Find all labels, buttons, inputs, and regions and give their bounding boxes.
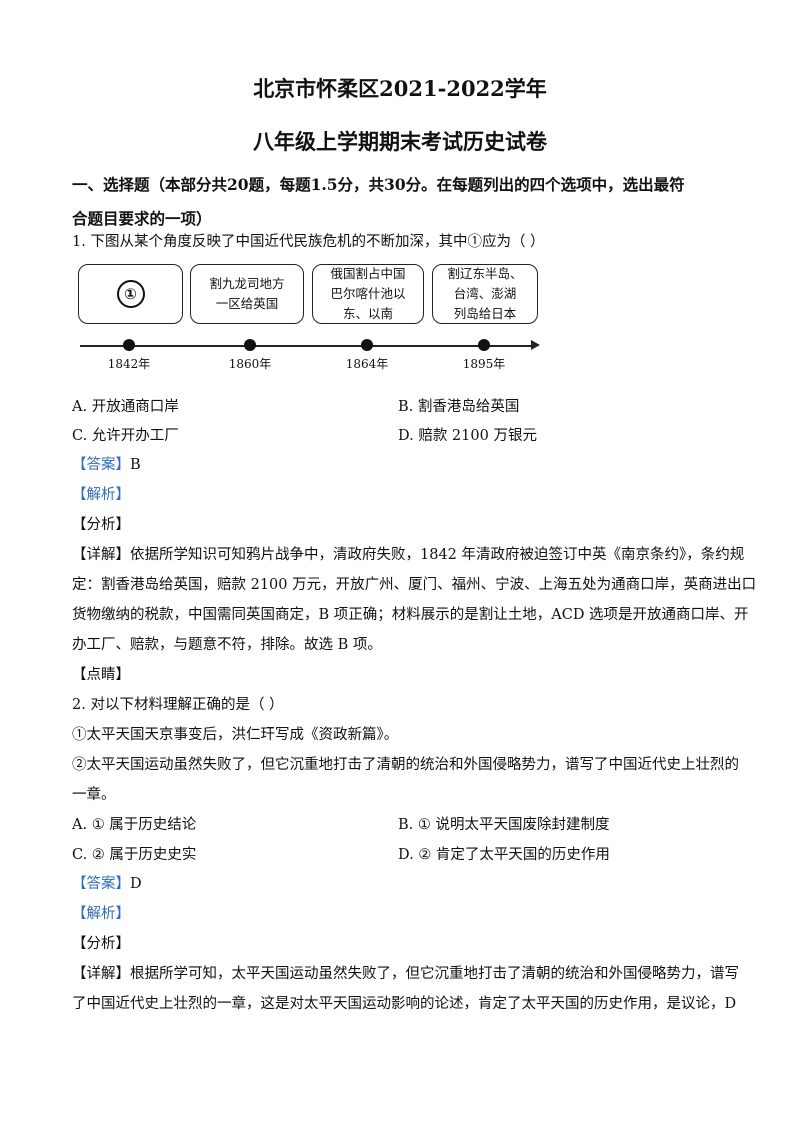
q2-material-1: ①太平天国天京事变后，洪仁玕写成《资政新篇》。 [72,727,399,743]
timeline-box-3: 俄国割占中国 巴尔喀什池以 东、以南 [312,264,424,324]
q1-option-c: C. 允许开办工厂 [72,428,179,444]
q2-detail-line2: 了中国近代史上壮烈的一章，这是对太平天国运动影响的论述，肯定了太平天国的历史作用… [72,996,737,1012]
section-heading-line2: 合题目要求的一项） [72,209,212,228]
q1-detail-line3: 货物缴纳的税款，中国需同英国商定，B 项正确；材料展示的是割让土地，ACD 选项… [72,607,749,623]
q1-detail-line1: 【详解】依据所学知识可知鸦片战争中，清政府失败，1842 年清政府被迫签订中英《… [72,545,744,565]
timeline-dot-1895 [478,339,490,351]
detail-tag: 【详解】 [72,966,130,982]
q1-detail-line2: 定：割香港岛给英国，赔款 2100 万元，开放广州、厦门、福州、宁波、上海五处为… [72,577,757,593]
q2-material-2-line2: 一章。 [72,787,116,803]
detail-text: 根据所学可知，太平天国运动虽然失败了，但它沉重地打击了清朝的统治和外国侵略势力，… [130,966,739,982]
q1-detail-line4: 办工厂、赔款，与题意不符，排除。故选 B 项。 [72,637,382,653]
q1-dianjing-tag: 【点睛】 [72,667,130,683]
q2-option-c: C. ② 属于历史史实 [72,847,197,863]
page-title: 北京市怀柔区2021-2022学年 [253,76,547,101]
detail-text: 依据所学知识可知鸦片战争中，清政府失败，1842 年清政府被迫签订中英《南京条约… [130,547,745,563]
timeline-dot-1842 [123,339,135,351]
timeline-box-2-text: 割九龙司地方 一区给英国 [209,276,285,311]
answer-value: D [130,876,142,892]
timeline-box-4-text: 割辽东半岛、 台湾、澎湖 列岛给日本 [447,266,523,321]
timeline-axis [80,345,535,347]
q2-detail-line1: 【详解】根据所学可知，太平天国运动虽然失败了，但它沉重地打击了清朝的统治和外国侵… [72,964,739,984]
timeline-dot-1864 [361,339,373,351]
q1-analysis-tag: 【解析】 [72,487,130,503]
timeline-year-1: 1842年 [107,357,151,371]
q1-fenxi-tag: 【分析】 [72,517,130,533]
timeline-box-4: 割辽东半岛、 台湾、澎湖 列岛给日本 [432,264,538,324]
timeline-year-3: 1864年 [345,357,389,371]
q1-option-d: D. 赔款 2100 万银元 [398,428,537,444]
answer-value: B [130,457,141,473]
q2-option-a: A. ① 属于历史结论 [72,817,197,833]
q1-option-a: A. 开放通商口岸 [72,399,179,415]
q2-option-b: B. ① 说明太平天国废除封建制度 [398,817,610,833]
section-heading-line1: 一、选择题（本部分共20题，每题1.5分，共30分。在每题列出的四个选项中，选出… [72,175,685,194]
answer-tag: 【答案】 [72,876,130,892]
q1-option-b: B. 割香港岛给英国 [398,399,520,415]
section-heading: 一、选择题（本部分共20题，每题1.5分，共30分。在每题列出的四个选项中，选出… [72,168,732,236]
answer-tag: 【答案】 [72,457,130,473]
timeline-box-1: ① [78,264,183,324]
q2-analysis-tag: 【解析】 [72,906,130,922]
timeline-arrow-icon [531,340,540,350]
timeline-dot-1860 [244,339,256,351]
timeline-box-2: 割九龙司地方 一区给英国 [190,264,304,324]
q2-fenxi-tag: 【分析】 [72,936,130,952]
q1-answer: 【答案】B [72,455,732,475]
timeline-box-3-text: 俄国割占中国 巴尔喀什池以 东、以南 [330,266,406,321]
q2-answer: 【答案】D [72,874,732,894]
page-subtitle: 八年级上学期期末考试历史试卷 [253,129,547,154]
q2-option-d: D. ② 肯定了太平天国的历史作用 [398,847,610,863]
q2-stem: 2. 对以下材料理解正确的是（ ） [72,697,284,713]
q1-stem: 1. 下图从某个角度反映了中国近代民族危机的不断加深，其中①应为（ ） [72,234,545,250]
circled-number-one: ① [116,280,145,308]
q2-material-2-line1: ②太平天国运动虽然失败了，但它沉重地打击了清朝的统治和外国侵略势力，谱写了中国近… [72,757,739,773]
timeline-year-2: 1860年 [228,357,272,371]
timeline-year-4: 1895年 [462,357,506,371]
detail-tag: 【详解】 [72,547,130,563]
